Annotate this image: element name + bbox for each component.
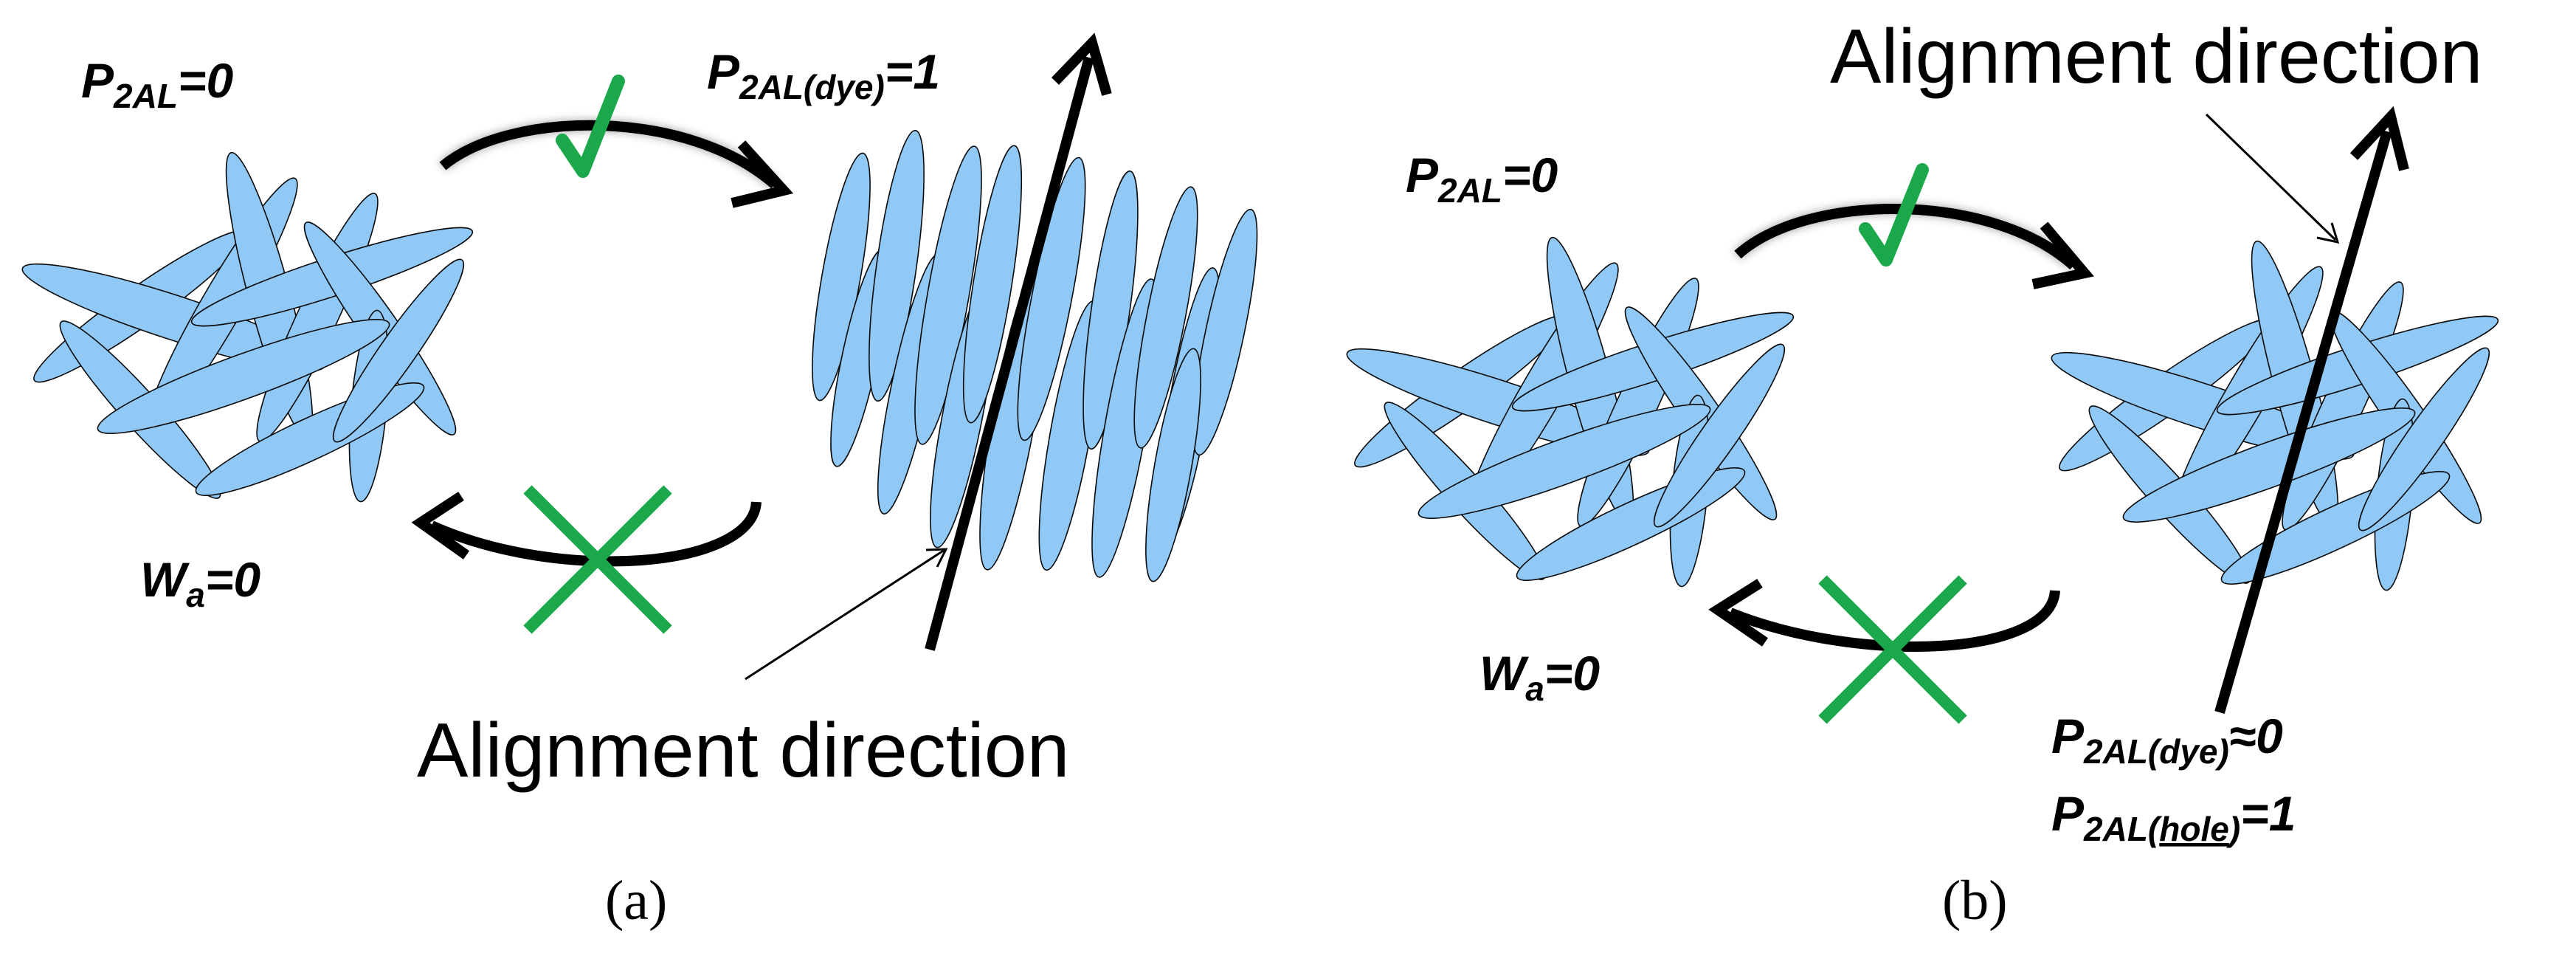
check-icon-b [1859, 163, 1929, 266]
alignment-label-pointer-a [745, 548, 948, 681]
random-molecules-cluster-b-left [1346, 236, 1795, 588]
p2al-dye-label-a: P2AL(dye)=1 [707, 44, 940, 106]
caption-b: (b) [1942, 870, 2008, 932]
alignment-direction-arrow-a [925, 32, 1112, 651]
p2al-hole-label-b: P2AL(hole)=1 [2051, 786, 2296, 848]
alignment-direction-label-b: Alignment direction [1830, 14, 2482, 100]
p2al-initial-label-a: P2AL=0 [81, 53, 233, 115]
backward-curved-arrow-a [429, 501, 762, 567]
wa-label-b: Wa=0 [1479, 646, 1600, 708]
random-molecules-cluster-a [21, 151, 474, 503]
alignment-direction-label-a: Alignment direction [417, 708, 1069, 794]
aligned-molecules-cluster-a [812, 129, 1258, 582]
p2al-initial-label-b: P2AL=0 [1406, 148, 1558, 210]
backward-curved-arrow-b [1728, 590, 2060, 652]
alignment-direction-arrow-b [2214, 106, 2409, 714]
panel-a: P2AL=0 P2AL(dye)=1 Wa=0 Alignment direct… [21, 32, 1258, 932]
wa-label-a: Wa=0 [140, 552, 260, 614]
alignment-label-pointer-b [2205, 113, 2340, 244]
caption-a: (a) [605, 870, 667, 932]
random-molecules-cluster-b-right [2051, 240, 2499, 591]
panel-b: P2AL=0 Alignment direction Wa=0 P2AL(dye… [1346, 14, 2499, 932]
check-icon-a [556, 75, 625, 178]
p2al-dye-label-b: P2AL(dye)≈0 [2051, 709, 2283, 771]
cross-icon-a [523, 485, 672, 634]
cross-icon-b [1818, 575, 1967, 724]
